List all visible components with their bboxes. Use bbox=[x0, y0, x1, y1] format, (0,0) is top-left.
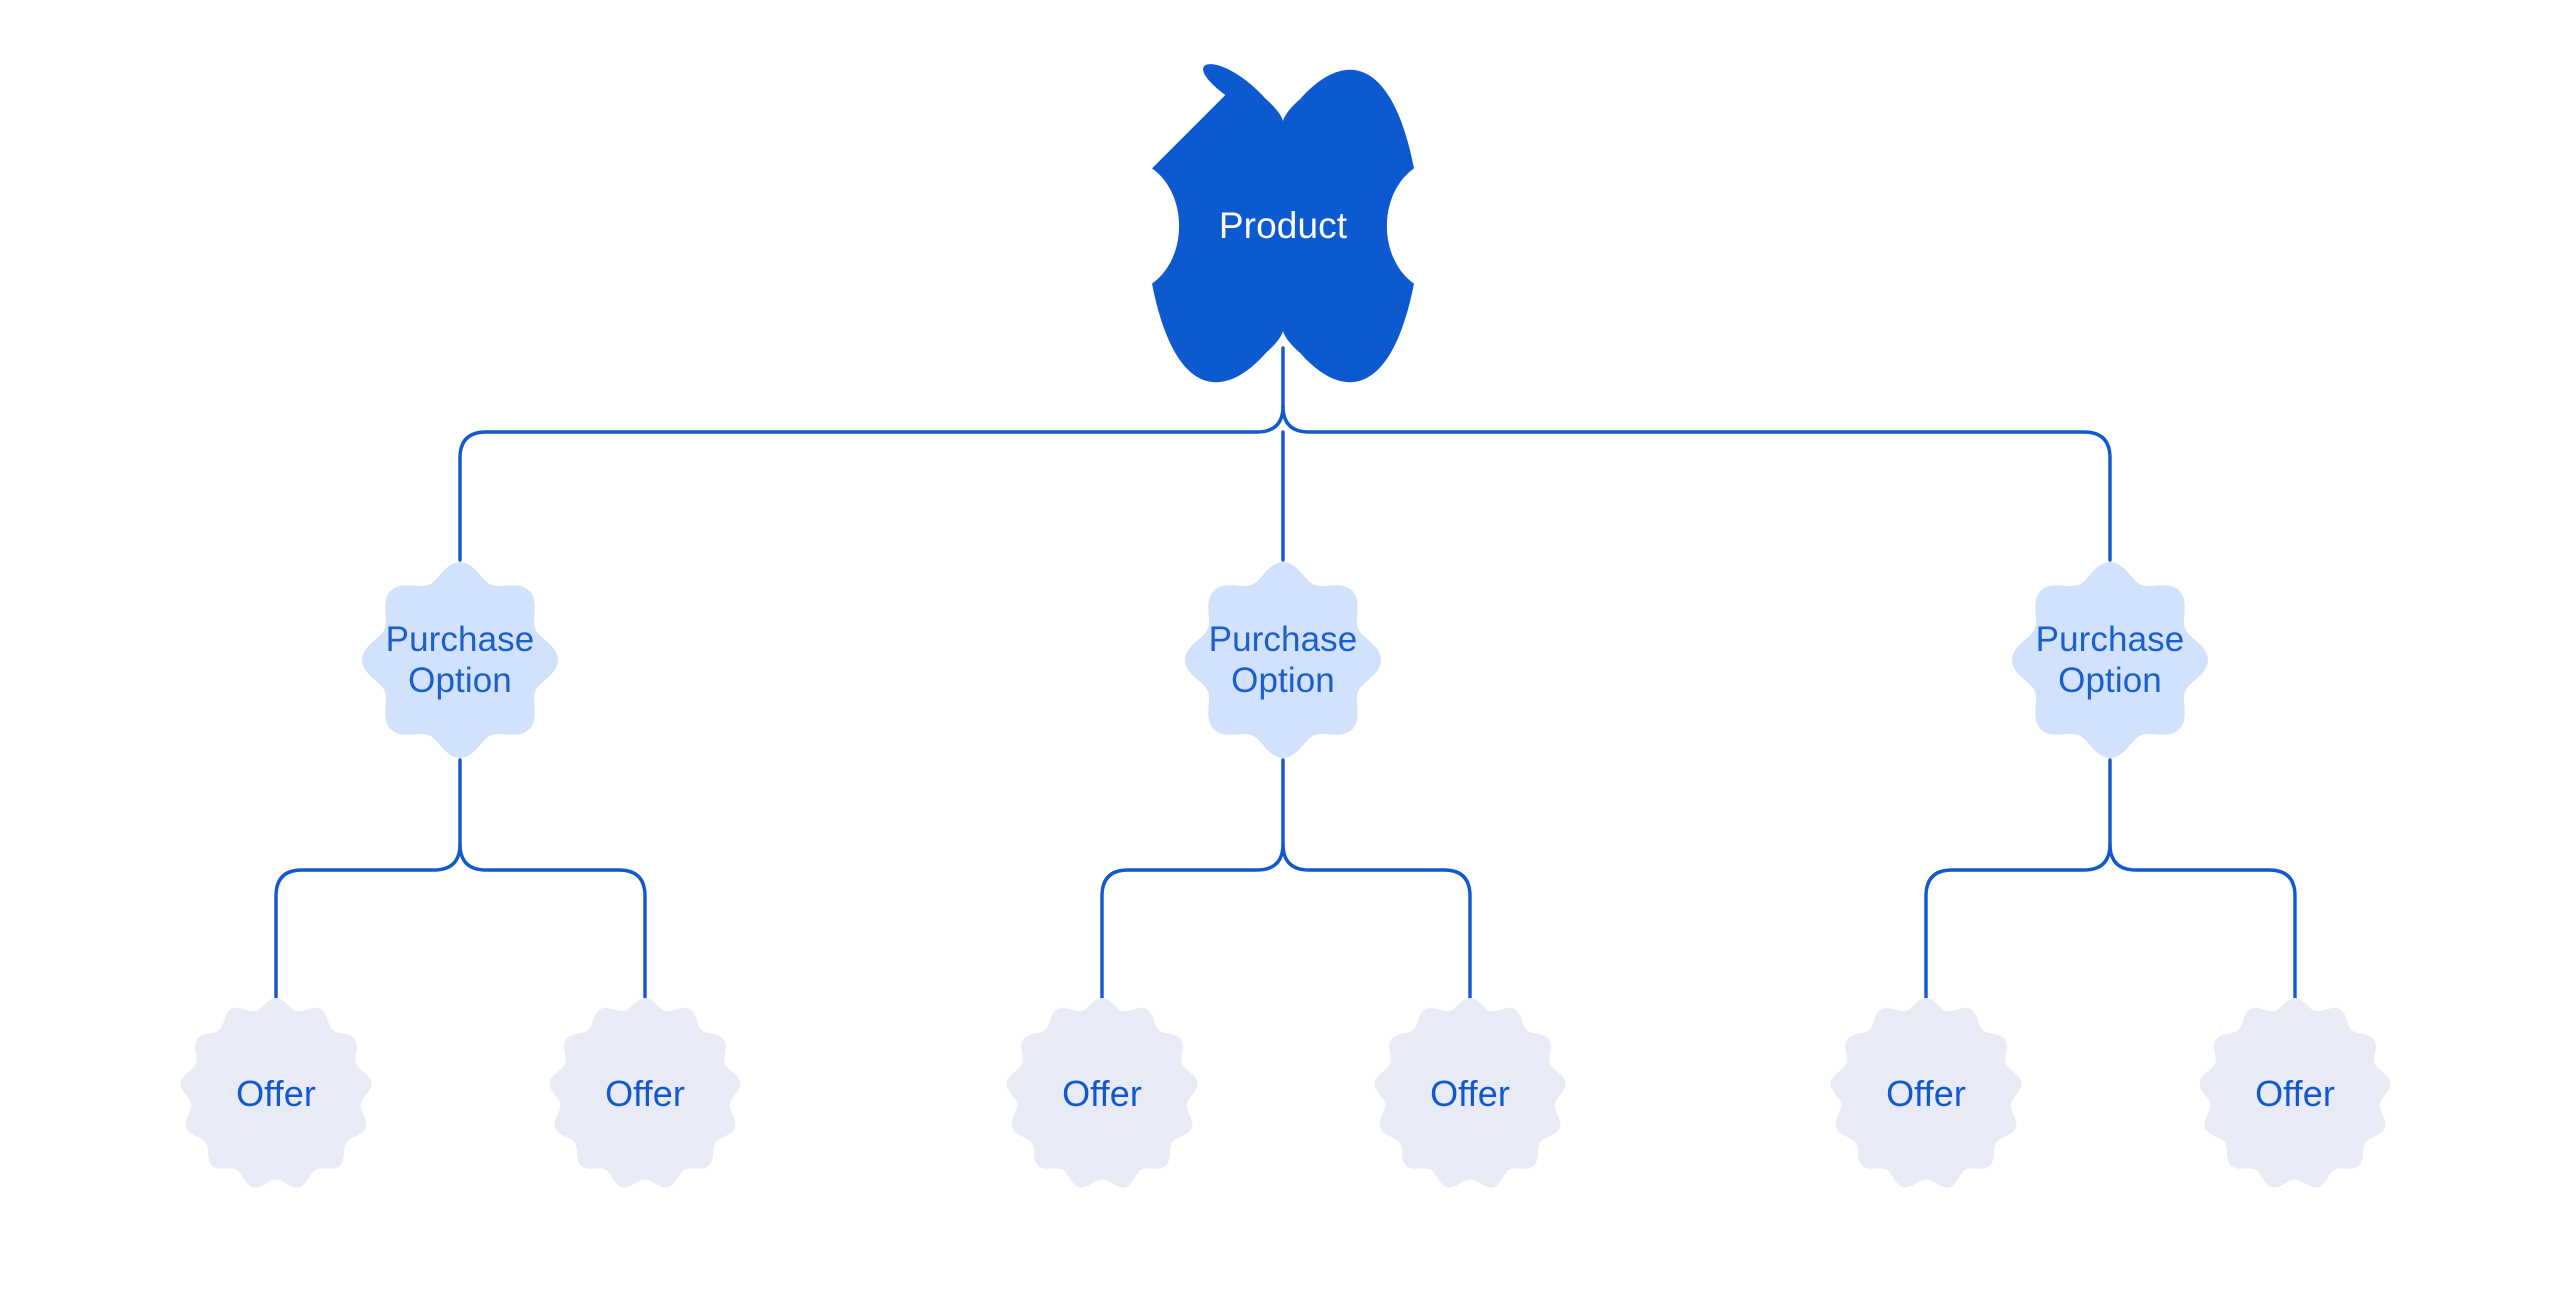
node-offer-3[interactable] bbox=[1006, 998, 1198, 1188]
connector-product-to-options-bus-right bbox=[1281, 404, 2112, 562]
connector-product-to-options-bus-left bbox=[458, 404, 1285, 562]
node-purchase-option-2[interactable] bbox=[1185, 562, 1381, 758]
node-layer bbox=[180, 64, 2391, 1188]
node-product[interactable] bbox=[1152, 64, 1414, 383]
connector-option-1-to-offers-bus-right bbox=[458, 842, 647, 1000]
connector-option-2-to-offers-bus-left bbox=[1100, 842, 1285, 1000]
node-purchase-option-1[interactable] bbox=[362, 562, 558, 758]
node-offer-6[interactable] bbox=[2199, 998, 2391, 1188]
connector-option-3-to-offers-bus-left bbox=[1924, 842, 2112, 1000]
connector-option-2-to-offers-bus-right bbox=[1281, 842, 1472, 1000]
node-offer-5[interactable] bbox=[1830, 998, 2022, 1188]
node-purchase-option-3[interactable] bbox=[2012, 562, 2208, 758]
connector-option-3-to-offers-bus-right bbox=[2108, 842, 2297, 1000]
node-offer-4[interactable] bbox=[1374, 998, 1566, 1188]
node-offer-1[interactable] bbox=[180, 998, 372, 1188]
node-offer-2[interactable] bbox=[549, 998, 741, 1188]
connector-layer bbox=[274, 346, 2297, 1000]
connector-option-1-to-offers-bus-left bbox=[274, 842, 462, 1000]
